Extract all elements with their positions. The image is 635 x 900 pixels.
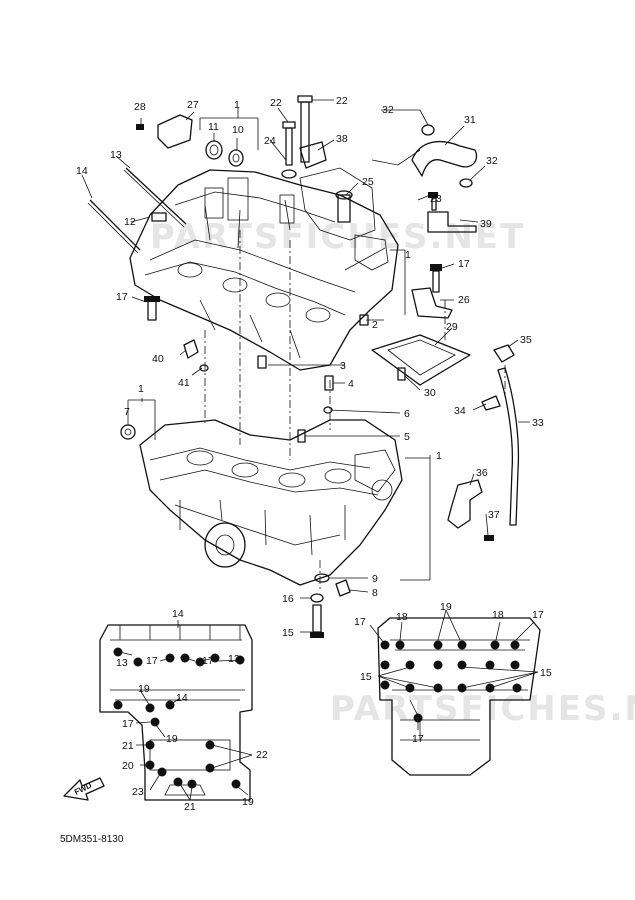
callout-7: 7 xyxy=(124,406,130,418)
callout-11: 11 xyxy=(208,121,219,133)
callout-19-b: 19 xyxy=(166,733,178,745)
callout-23-a: 23 xyxy=(430,193,442,205)
callout-17-e: 17 xyxy=(122,718,134,730)
callout-32-a: 32 xyxy=(382,104,394,116)
callout-18-a: 18 xyxy=(396,611,408,623)
callout-41: 41 xyxy=(178,377,190,389)
upper-small-parts xyxy=(87,95,520,541)
callout-38: 38 xyxy=(336,133,348,145)
upper-crankcase xyxy=(129,167,399,371)
callout-31: 31 xyxy=(464,114,476,126)
callout-2: 2 xyxy=(372,319,378,331)
callout-30: 30 xyxy=(424,387,436,399)
callout-13-b: 13 xyxy=(116,657,128,669)
forward-arrow: FWD xyxy=(63,777,105,801)
callout-17-d: 17 xyxy=(202,655,214,667)
callout-15-a: 15 xyxy=(282,627,294,639)
callout-1-c: 1 xyxy=(405,249,411,261)
callout-1-a: 1 xyxy=(234,99,240,111)
callout-19-d: 19 xyxy=(440,601,452,613)
callout-17-g: 17 xyxy=(532,609,544,621)
callout-17-f: 17 xyxy=(354,616,366,628)
leader-lines xyxy=(81,99,539,801)
callout-19-c: 19 xyxy=(242,796,254,808)
callout-19-a: 19 xyxy=(138,683,150,695)
callout-21-a: 21 xyxy=(122,740,134,752)
callout-27: 27 xyxy=(187,99,199,111)
callout-3: 3 xyxy=(340,360,346,372)
watermark-upper: PARTSFICHES.NET xyxy=(150,217,525,257)
callout-14-a: 14 xyxy=(76,165,88,177)
callout-23-b: 23 xyxy=(132,786,144,798)
callout-22-c: 22 xyxy=(256,749,268,761)
fwd-label: FWD xyxy=(73,781,94,797)
callout-labels: 1 2 3 4 5 6 7 8 9 10 11 12 13 14 15 16 1… xyxy=(76,95,552,813)
callout-17-h: 17 xyxy=(412,733,424,745)
callout-17-a: 17 xyxy=(116,291,128,303)
callout-1-b: 1 xyxy=(138,383,144,395)
callout-8: 8 xyxy=(372,587,378,599)
callout-12: 12 xyxy=(124,216,136,228)
watermark-lower: PARTSFICHES.NET xyxy=(330,689,635,729)
callout-28: 28 xyxy=(134,101,146,113)
callout-34: 34 xyxy=(454,405,466,417)
bottom-left-view xyxy=(99,624,253,801)
callout-13-c: 13 xyxy=(228,653,240,665)
callout-21-b: 21 xyxy=(184,801,196,813)
callout-39: 39 xyxy=(480,218,492,230)
callout-9: 9 xyxy=(372,573,378,585)
callout-14-c: 14 xyxy=(176,692,188,704)
callout-37: 37 xyxy=(488,509,500,521)
diagram-code: 5DM351-8130 xyxy=(60,834,124,845)
callout-32-b: 32 xyxy=(486,155,498,167)
callout-6: 6 xyxy=(404,408,410,420)
callout-10: 10 xyxy=(232,124,244,136)
callout-4: 4 xyxy=(348,378,354,390)
callout-24: 24 xyxy=(264,135,276,147)
callout-16: 16 xyxy=(282,593,294,605)
lower-crankcase xyxy=(120,406,403,638)
callout-33: 33 xyxy=(532,417,544,429)
callout-29: 29 xyxy=(446,321,458,333)
callout-20: 20 xyxy=(122,760,134,772)
callout-22-a: 22 xyxy=(270,97,282,109)
callout-22-b: 22 xyxy=(336,95,348,107)
callout-35: 35 xyxy=(520,334,532,346)
callout-1-d: 1 xyxy=(436,450,442,462)
callout-5: 5 xyxy=(404,431,410,443)
callout-25: 25 xyxy=(362,176,374,188)
callout-15-b: 15 xyxy=(360,671,372,683)
alignment-lines xyxy=(204,230,506,590)
callout-26: 26 xyxy=(458,294,470,306)
callout-18-b: 18 xyxy=(492,609,504,621)
callout-15-c: 15 xyxy=(540,667,552,679)
callout-36: 36 xyxy=(476,467,488,479)
callout-17-c: 17 xyxy=(146,655,158,667)
callout-13-a: 13 xyxy=(110,149,122,161)
callout-40: 40 xyxy=(152,353,164,365)
callout-14-b: 14 xyxy=(172,608,184,620)
callout-17-b: 17 xyxy=(458,258,470,270)
